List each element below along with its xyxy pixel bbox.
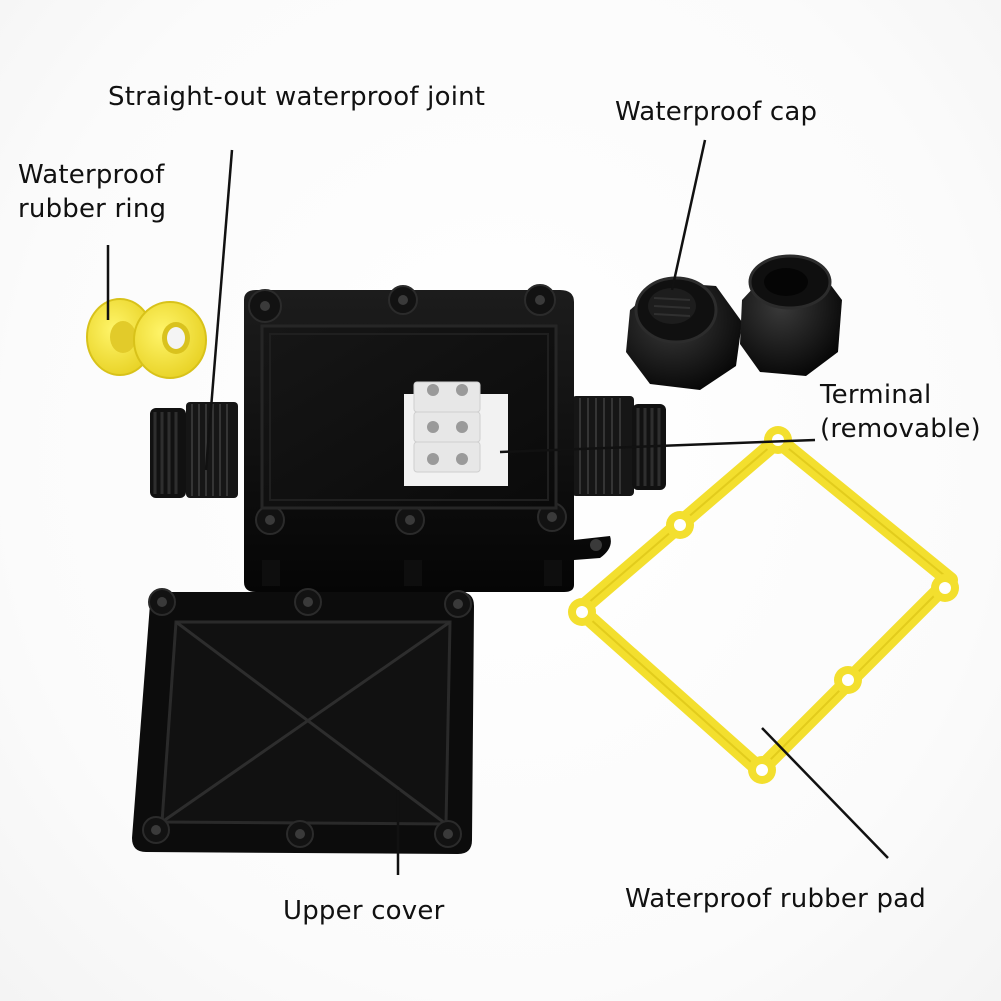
leader-cap: [670, 139, 707, 291]
label-cover-text: Upper cover: [283, 896, 445, 926]
label-terminal-line2: (removable): [820, 414, 981, 444]
label-joint-text: Straight-out waterproof joint: [108, 82, 486, 112]
label-rubber-pad: Waterproof rubber pad: [625, 882, 926, 916]
waterproof-cap-right: [740, 254, 842, 376]
leader-pad: [761, 727, 889, 859]
leader-lines: [106, 139, 889, 875]
cable-gland-left: [150, 402, 238, 498]
label-rubber-ring: Waterproof rubber ring: [18, 158, 166, 226]
leader-terminal: [499, 438, 816, 454]
waterproof-cap-left: [626, 276, 742, 390]
label-ring-line2: rubber ring: [18, 194, 167, 224]
rubber-ring-right: [133, 301, 207, 379]
label-waterproof-cap: Waterproof cap: [615, 95, 817, 129]
rubber-pad-gasket: [568, 426, 959, 784]
terminal-block: [404, 381, 508, 486]
label-ring-line1: Waterproof: [18, 160, 165, 190]
upper-cover: [132, 588, 474, 854]
label-upper-cover: Upper cover: [283, 894, 444, 928]
label-cap-text: Waterproof cap: [615, 97, 818, 127]
label-pad-text: Waterproof rubber pad: [625, 884, 926, 914]
label-terminal: Terminal (removable): [820, 378, 981, 446]
label-straight-out-joint: Straight-out waterproof joint: [108, 80, 485, 114]
label-terminal-line1: Terminal: [820, 380, 932, 410]
leader-joint: [204, 149, 234, 471]
